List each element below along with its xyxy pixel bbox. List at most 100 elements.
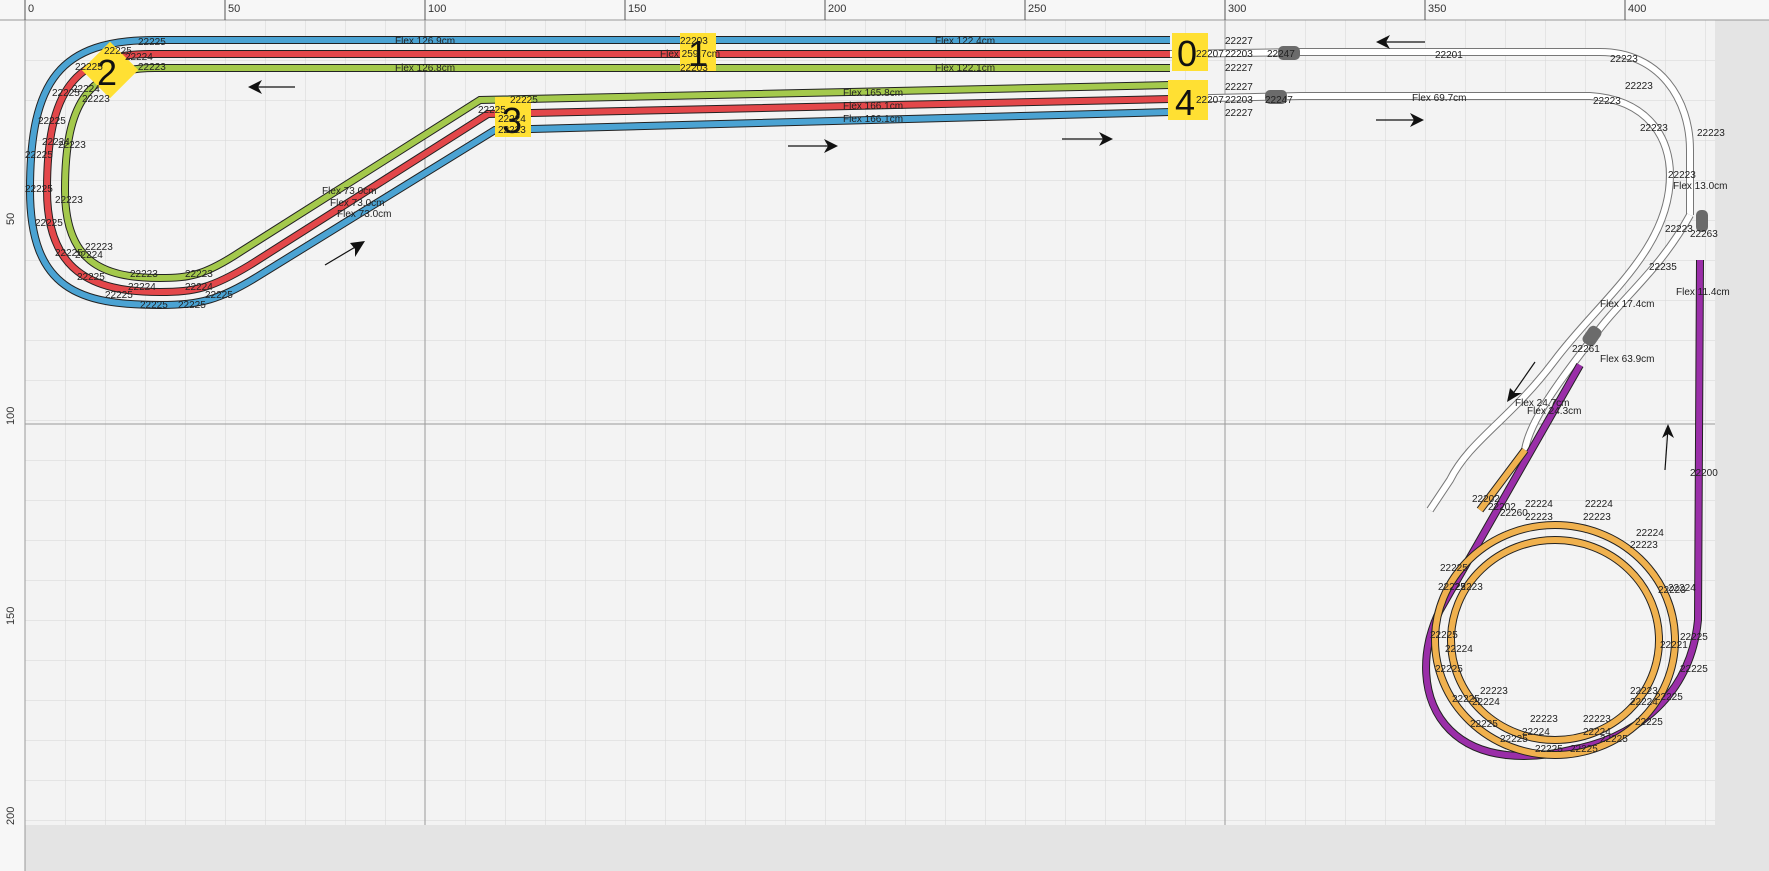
part-label: 22223 <box>498 125 526 136</box>
part-label: 22224 <box>1472 697 1500 708</box>
section-marker-2[interactable]: 2 <box>81 41 139 99</box>
part-label: 22225 <box>1655 692 1683 703</box>
part-label: 22223 <box>1697 128 1725 139</box>
part-label: 22225 <box>52 88 80 99</box>
part-label: 22223 <box>1665 224 1693 235</box>
part-label: 22223 <box>1530 714 1558 725</box>
part-label: 22224 <box>1445 644 1473 655</box>
flex-label: Flex 122.1cm <box>935 63 995 74</box>
part-label: 22223 <box>1583 512 1611 523</box>
track-orange-lead[interactable] <box>1477 448 1528 512</box>
flex-label: Flex 63.9cm <box>1600 354 1654 365</box>
part-label: 22207 <box>1196 49 1224 60</box>
track-orange-outer[interactable] <box>1432 522 1678 758</box>
top-ruler <box>0 0 1769 20</box>
part-label: 22225 <box>104 46 132 57</box>
part-label: 22207 <box>1196 95 1224 106</box>
part-label: 22225 <box>77 272 105 283</box>
ruler-y-label: 50 <box>5 213 17 225</box>
part-label: 22227 <box>1225 36 1253 47</box>
ruler-x-label: 250 <box>1028 3 1046 15</box>
track-purple[interactable] <box>1423 259 1703 759</box>
direction-arrow-icon <box>1662 424 1674 471</box>
part-label: 22224 <box>128 282 156 293</box>
part-label: 22225 <box>1440 563 1468 574</box>
part-label: 22200 <box>1690 468 1718 479</box>
part-label: 22224 <box>72 84 100 95</box>
direction-arrow-icon <box>788 139 838 153</box>
part-label: 22223 <box>130 269 158 280</box>
part-label: 22225 <box>1680 632 1708 643</box>
section-marker-label: 4 <box>1175 82 1195 123</box>
part-label: 22225 <box>1635 717 1663 728</box>
track-white-lower[interactable] <box>1169 93 1674 512</box>
part-label: 22225 <box>510 95 538 106</box>
part-label: 22223 <box>1630 540 1658 551</box>
section-marker-label: 2 <box>97 52 117 93</box>
part-label: 22223 <box>58 140 86 151</box>
part-label: 22224 <box>75 250 103 261</box>
flex-label: Flex 73.0cm <box>322 186 376 197</box>
part-label: 22223 <box>1668 170 1696 181</box>
part-label: 22225 <box>1500 734 1528 745</box>
part-label: 22225 <box>1600 734 1628 745</box>
part-label: 22225 <box>1452 694 1480 705</box>
flex-label: Flex 126.8cm <box>395 63 455 74</box>
part-label: 22225 <box>138 37 166 48</box>
track-green[interactable] <box>61 65 1171 282</box>
direction-arrow-icon <box>324 241 365 266</box>
turnout-icon[interactable] <box>1581 324 1604 348</box>
section-marker-1[interactable]: 1 <box>680 33 716 74</box>
part-label: 22203 <box>1225 49 1253 60</box>
part-label: 22225 <box>178 300 206 311</box>
part-label: 22223 <box>1625 81 1653 92</box>
track-orange-inner[interactable] <box>1448 537 1662 743</box>
part-label: 22225 <box>1435 664 1463 675</box>
flex-label: Flex 17.4cm <box>1600 299 1654 310</box>
top-ruler-ticks <box>24 0 1626 20</box>
track-white-upper[interactable] <box>1169 49 1693 215</box>
part-label: 22225 <box>1535 744 1563 755</box>
flex-label: Flex 13.0cm <box>1673 181 1727 192</box>
section-marker-4[interactable]: 4 <box>1168 80 1208 123</box>
part-label: 22221 <box>1660 640 1688 651</box>
part-label: 22224 <box>1668 583 1696 594</box>
part-label: 22225 <box>105 290 133 301</box>
flex-label: Flex 24.3cm <box>1527 406 1581 417</box>
part-label: 22224 <box>1630 697 1658 708</box>
part-label: 22223 <box>1640 123 1668 134</box>
direction-arrow-icon <box>1507 361 1536 402</box>
part-label: 22202 <box>1488 502 1516 513</box>
flex-label: Flex 166.1cm <box>843 101 903 112</box>
direction-arrow-icon <box>1062 132 1113 146</box>
turnout-icon[interactable] <box>1265 90 1287 104</box>
part-label: 22225 <box>25 184 53 195</box>
section-marker-label: 3 <box>502 100 522 141</box>
turnout-icon[interactable] <box>1278 46 1300 60</box>
part-label: 22223 <box>1610 54 1638 65</box>
section-marker-label: 0 <box>1177 33 1197 74</box>
direction-arrow-icon <box>1376 35 1425 49</box>
ruler-x-label: 100 <box>428 3 446 15</box>
part-label: 22225 <box>75 62 103 73</box>
part-label: 22224 <box>1585 499 1613 510</box>
section-marker-label: 1 <box>688 33 708 74</box>
part-label: 22203 <box>1225 95 1253 106</box>
part-label: 22201 <box>1435 50 1463 61</box>
section-marker-3[interactable]: 3 <box>495 97 531 141</box>
part-label: 22225 <box>35 218 63 229</box>
turnout-icon[interactable] <box>1696 210 1708 232</box>
part-label: 22225 <box>1430 630 1458 641</box>
grid <box>25 20 1715 825</box>
direction-arrow-icon <box>248 80 295 94</box>
track-red[interactable] <box>43 51 1171 296</box>
track-blue[interactable] <box>26 37 1171 309</box>
part-label: 22225 <box>1680 664 1708 675</box>
part-label: 22223 <box>1480 686 1508 697</box>
ruler-x-label: 0 <box>28 3 34 15</box>
section-marker-0[interactable]: 0 <box>1172 33 1208 74</box>
part-label: 22227 <box>1225 63 1253 74</box>
part-label: 22224 <box>185 282 213 293</box>
part-label: 22225 <box>478 105 506 116</box>
